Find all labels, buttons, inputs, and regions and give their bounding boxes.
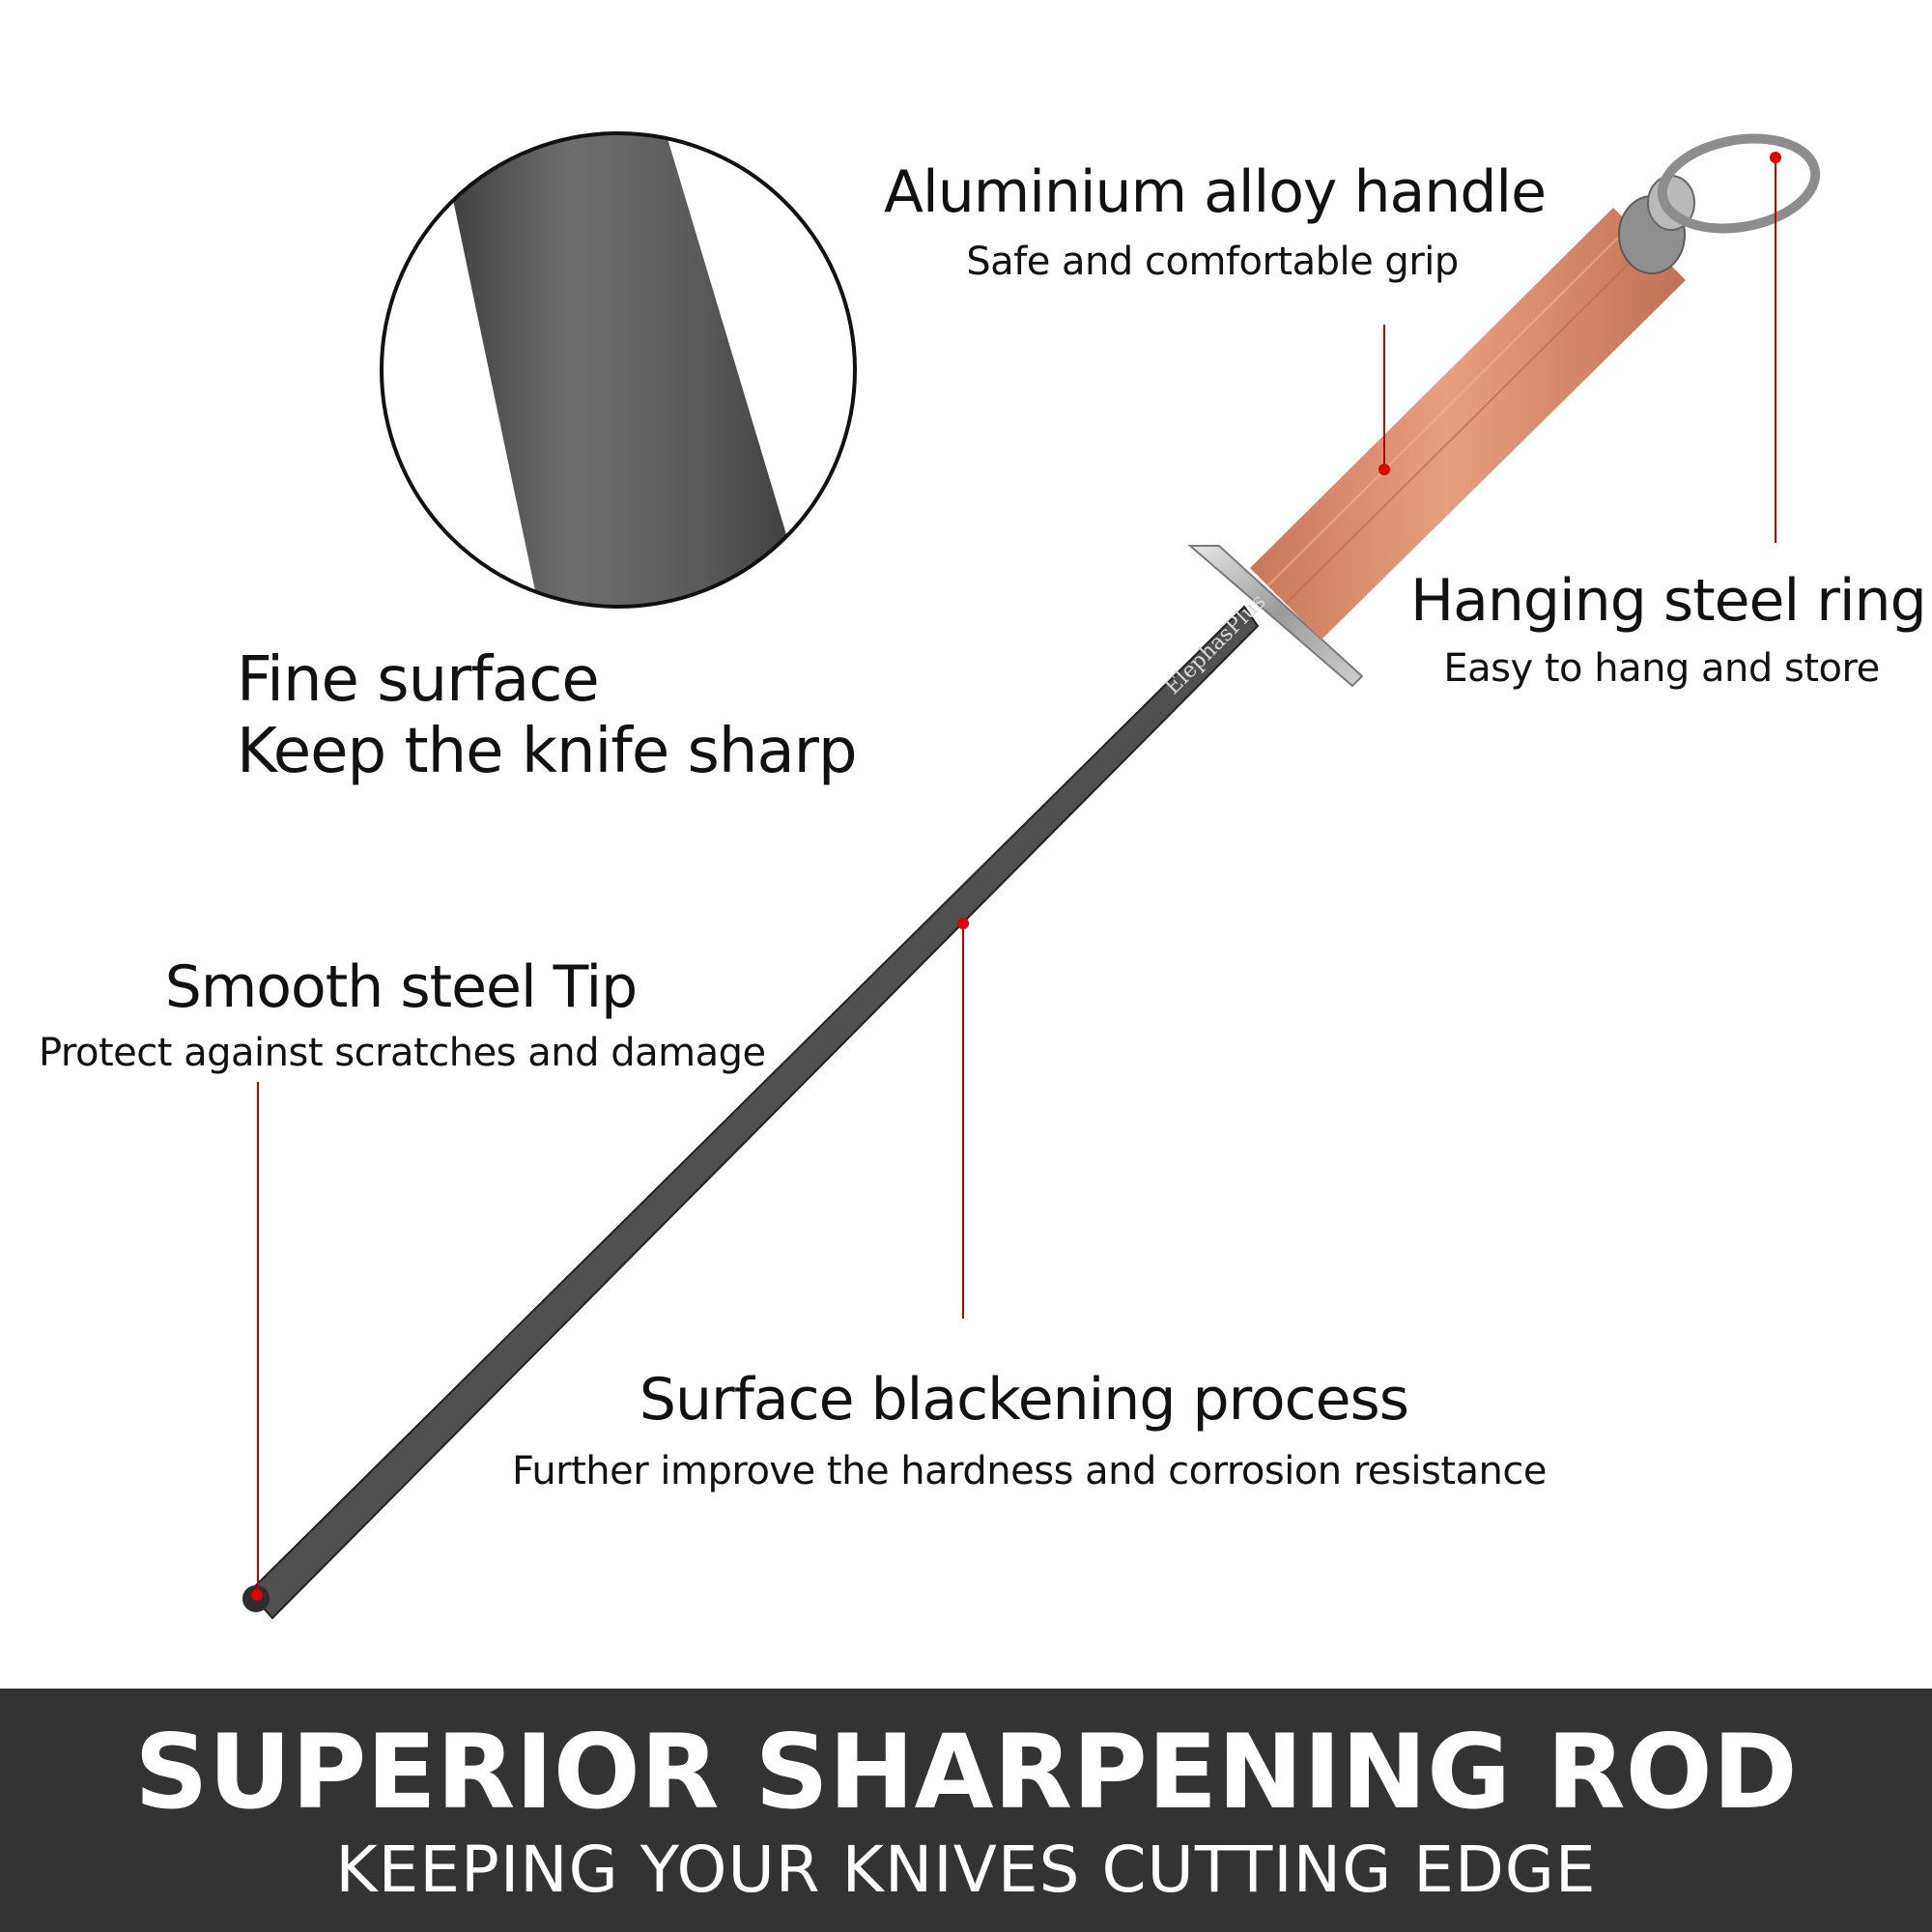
callout-subtitle: Safe and comfortable grip xyxy=(966,240,1459,284)
callout-steel-tip: Smooth steel Tip Protect against scratch… xyxy=(39,953,766,1076)
callout-subtitle: Further improve the hardness and corrosi… xyxy=(512,1449,1547,1493)
callout-leaders xyxy=(251,152,1781,1601)
callout-subtitle: Protect against scratches and damage xyxy=(39,1031,766,1075)
brand-engraving: ElephasPlus xyxy=(1161,589,1271,699)
callout-fine-surface: Fine surface Keep the knife sharp xyxy=(237,644,858,787)
guard xyxy=(1187,545,1364,688)
callout-subtitle: Easy to hang and store xyxy=(1443,646,1880,691)
callout-title: Surface blackening process xyxy=(639,1366,1409,1434)
callout-line-1: Fine surface xyxy=(237,644,600,716)
callout-blackening: Surface blackening process Further impro… xyxy=(512,1366,1547,1494)
footer-banner: SUPERIOR SHARPENING ROD KEEPING YOUR KNI… xyxy=(0,1689,1932,1932)
callout-title: Aluminium alloy handle xyxy=(884,158,1547,226)
hanging-ring xyxy=(1657,133,1821,234)
callout-hanging-ring: Hanging steel ring Easy to hang and stor… xyxy=(1410,567,1927,692)
footer-tagline: KEEPING YOUR KNIVES CUTTING EDGE xyxy=(335,1833,1597,1907)
callout-title: Smooth steel Tip xyxy=(164,953,639,1021)
surface-zoom-circle xyxy=(380,131,857,609)
callout-aluminium-handle: Aluminium alloy handle Safe and comforta… xyxy=(884,158,1547,285)
footer-headline: SUPERIOR SHARPENING ROD xyxy=(134,1713,1798,1832)
callout-line-2: Keep the knife sharp xyxy=(237,715,858,787)
callout-title: Hanging steel ring xyxy=(1410,567,1927,635)
sharpening-rod xyxy=(242,133,1821,1620)
